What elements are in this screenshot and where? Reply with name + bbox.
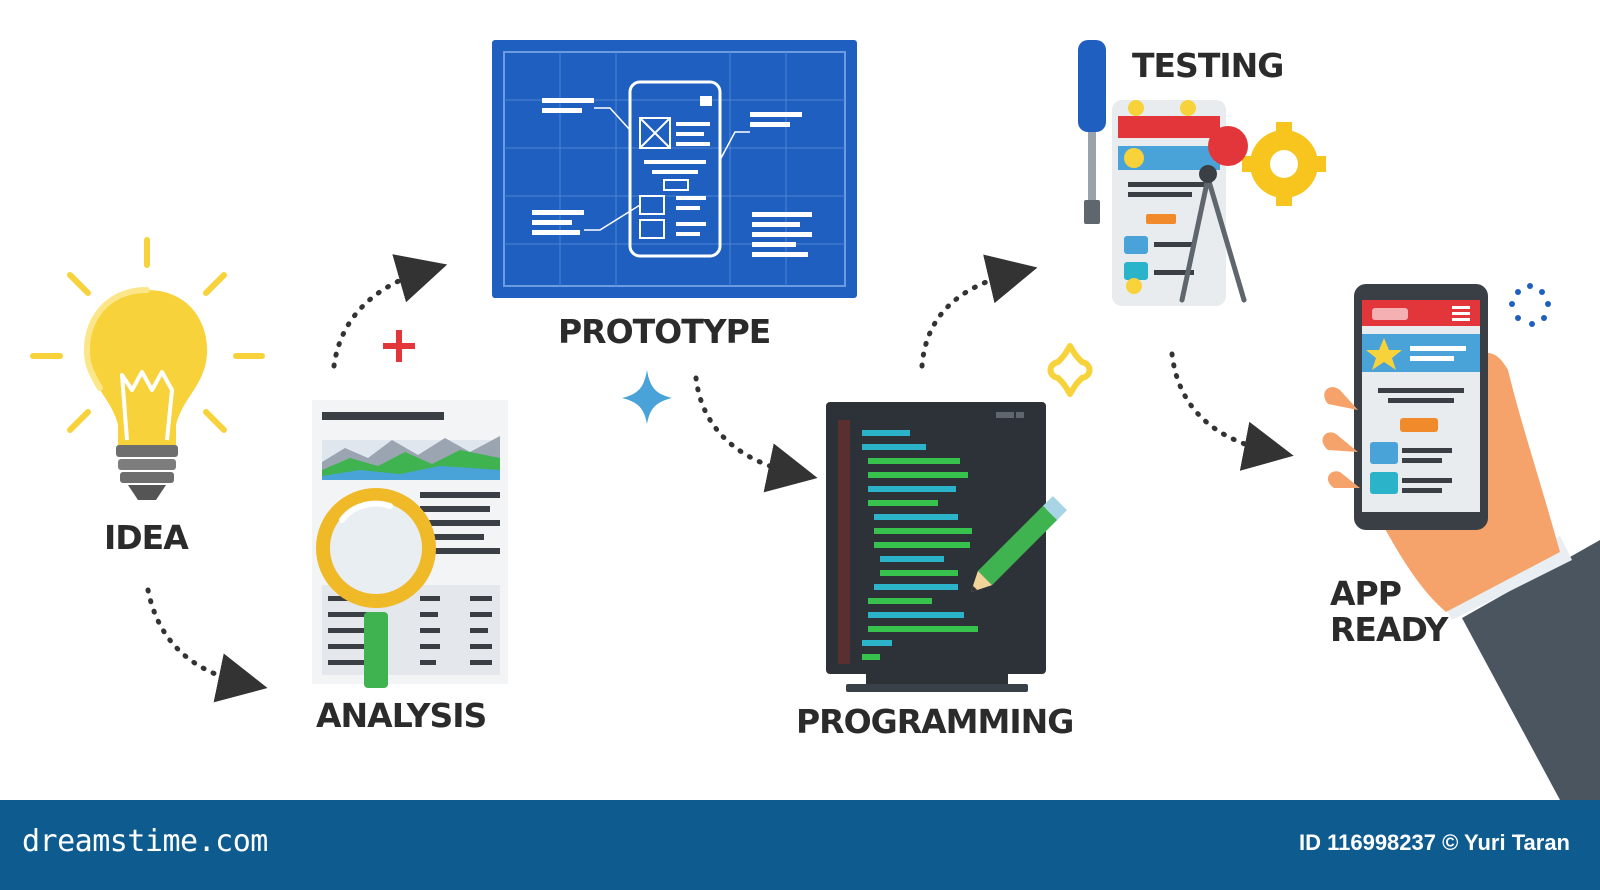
outline-plus-sparkle-icon	[1047, 343, 1093, 397]
light-bulb-icon	[30, 237, 265, 500]
stage-label-app-ready-line2: READY	[1330, 610, 1448, 649]
stage-label-idea: IDEA	[104, 518, 189, 557]
code-monitor-icon	[826, 402, 1068, 692]
stage-label-app-ready: APP READY	[1330, 574, 1448, 649]
stage-label-prototype: PROTOTYPE	[558, 312, 771, 351]
magnifier-report-icon	[312, 400, 508, 688]
star-sparkle-icon	[622, 370, 672, 424]
diagram-canvas	[30, 40, 1600, 800]
plus-sparkle-icon	[383, 330, 415, 362]
footer-credit: ID 116998237 © Yuri Taran	[1298, 830, 1570, 855]
loading-dots-icon	[1509, 283, 1551, 327]
blueprint-icon	[492, 40, 857, 298]
footer-brand: dreamstime.com	[22, 824, 268, 859]
arrow-prototype-to-programming	[693, 375, 818, 493]
stage-label-testing: TESTING	[1132, 46, 1284, 85]
stage-label-programming: PROGRAMMING	[796, 702, 1074, 741]
code-lines	[862, 430, 978, 660]
flow-arrows	[145, 254, 1294, 703]
stage-label-app-ready-line1: APP	[1330, 574, 1402, 613]
stage-label-analysis: ANALYSIS	[316, 696, 487, 735]
arrow-idea-to-analysis	[145, 587, 268, 703]
footer-bar: dreamstime.com ID 116998237 © Yuri Taran	[0, 800, 1600, 890]
testing-phone-icon	[1078, 40, 1326, 306]
hand-phone-icon	[1322, 283, 1600, 800]
arrow-analysis-to-prototype	[331, 254, 448, 369]
arrow-testing-to-app-ready	[1169, 351, 1294, 471]
app-development-process-diagram: IDEA ANALYSIS PROTOTYPE PROGRAMMING TEST…	[30, 40, 1600, 800]
arrow-programming-to-testing	[919, 254, 1038, 369]
